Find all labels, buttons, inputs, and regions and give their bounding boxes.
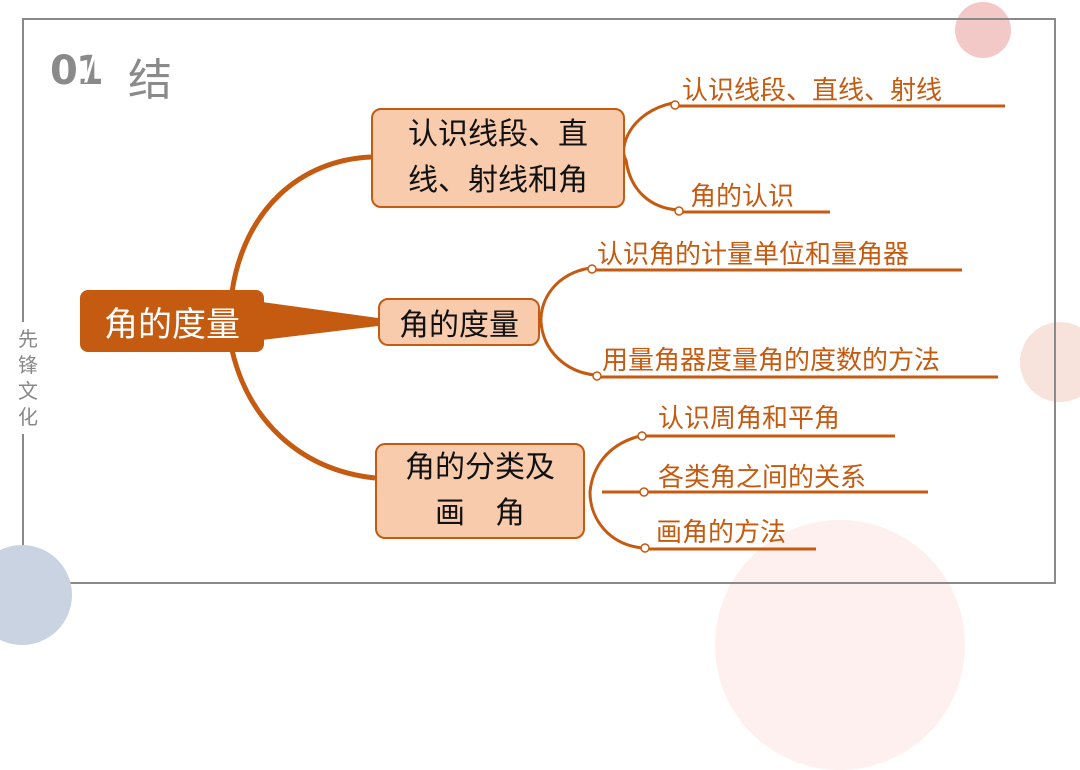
branch-node-angle-classification: 角的分类及 画 角 (375, 443, 585, 539)
slide-frame (22, 18, 1056, 584)
root-node: 角的度量 (80, 290, 264, 352)
branch-label-line: 画 角 (435, 496, 525, 531)
side-char: 锋 (18, 353, 38, 377)
section-title: 结 (128, 55, 172, 106)
root-connector-bottom (229, 349, 376, 481)
decor-circle-peach (1020, 322, 1080, 402)
branch3-leaf-curve (588, 434, 644, 550)
branch-label-line: 认识线段、直 (408, 117, 588, 152)
branch2-leaf-curve (539, 266, 596, 377)
root-connector-middle (262, 302, 378, 340)
branch-node-angle-measure: 角的度量 (378, 298, 540, 346)
root-connector-top (229, 154, 372, 293)
branch-label-line: 线、射线和角 (408, 163, 588, 198)
leaf-full-straight-angles: 认识周角和平角 (658, 404, 841, 434)
leaf-angle-relations: 各类角之间的关系 (658, 463, 867, 493)
side-char: 化 (18, 405, 38, 429)
mindmap-connectors (229, 100, 1005, 553)
decor-circle-pink (955, 2, 1011, 58)
branch-label-line: 角的分类及 (405, 450, 555, 485)
side-char: 先 (18, 327, 38, 351)
leaf-recognize-angles: 角的认识 (690, 182, 795, 212)
leaf-drawing-angles: 画角的方法 (656, 518, 787, 548)
section-number: 01 (50, 48, 104, 94)
branch-node-lines-and-angles: 认识线段、直 线、射线和角 (371, 108, 625, 208)
branch-label-line: 角的度量 (399, 308, 519, 343)
branch1-leaf-curve (622, 101, 679, 212)
leaf-measuring-method: 用量角器度量角的度数的方法 (602, 346, 941, 376)
leaf-recognize-segments: 认识线段、直线、射线 (682, 76, 943, 106)
side-char: 文 (18, 379, 38, 403)
side-brand-text: 先 锋 文 化 (16, 322, 40, 434)
section-slash: / (84, 44, 97, 88)
leaf-angle-units-protractor: 认识角的计量单位和量角器 (597, 240, 910, 270)
